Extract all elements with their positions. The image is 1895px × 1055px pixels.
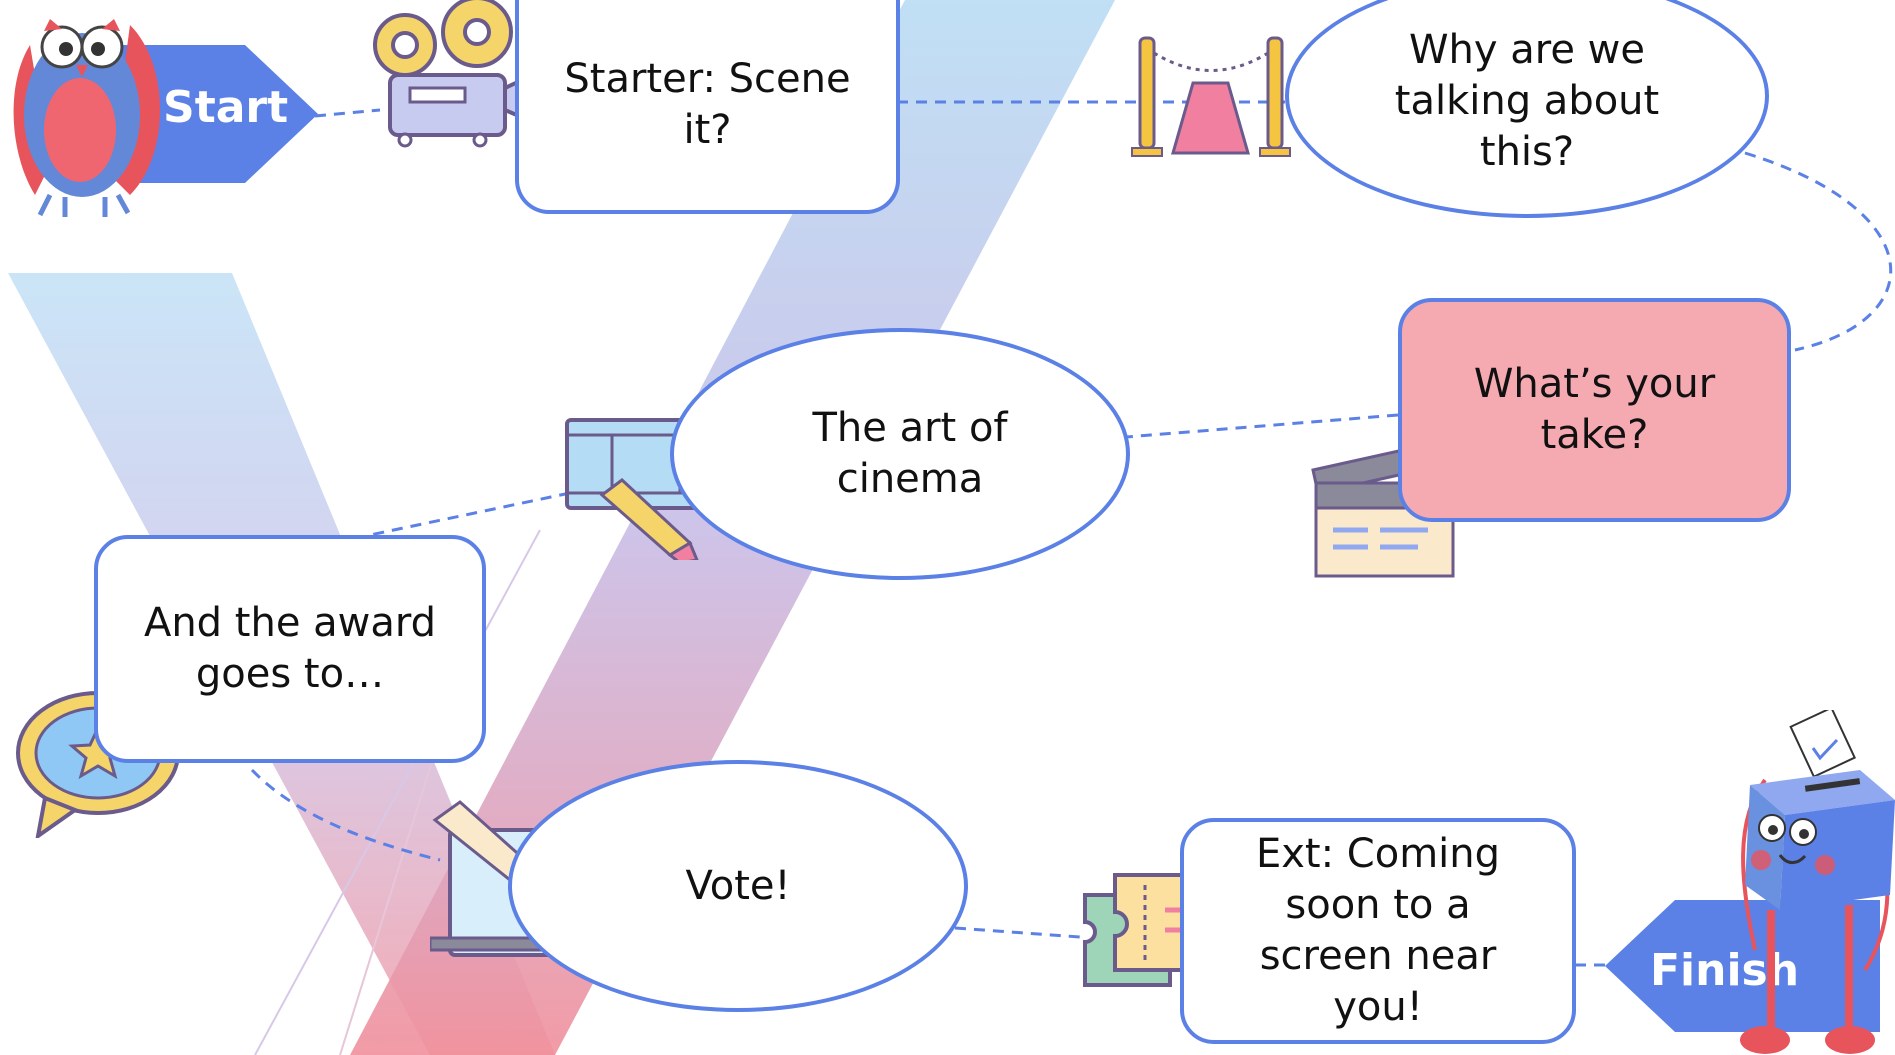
node-vote-text: Vote! (685, 862, 791, 909)
node-ext-text: Ext: Coming soon to a screen near you! (1255, 831, 1501, 1030)
node-take[interactable]: What’s your take? (1398, 298, 1791, 522)
node-art[interactable]: The art of cinema (670, 328, 1130, 580)
node-why[interactable]: Why are we talking about this? (1285, 0, 1769, 218)
ballot-box-mascot-icon (1740, 710, 1895, 1054)
connector-vote-ext (954, 926, 1081, 939)
connector-art-award (369, 491, 571, 537)
node-starter[interactable]: Starter: Scene it? (515, 0, 900, 214)
red-carpet-icon (1131, 36, 1291, 157)
node-starter-text: Starter: Scene it? (564, 56, 851, 153)
node-take-text: What’s your take? (1473, 361, 1716, 458)
owl-mascot-icon (13, 19, 160, 217)
decorative-thin-line (339, 719, 446, 1055)
connector-take-art (1125, 413, 1399, 439)
node-award[interactable]: And the award goes to… (94, 535, 486, 763)
film-projector-icon (373, 0, 535, 148)
connector-start-starter (314, 108, 381, 118)
node-vote[interactable]: Vote! (508, 760, 968, 1012)
node-award-text: And the award goes to… (143, 600, 437, 697)
start-label: Start (163, 82, 289, 133)
node-art-text: The art of cinema (812, 405, 1008, 502)
node-why-text: Why are we talking about this? (1394, 26, 1660, 175)
connector-award-vote (250, 768, 441, 862)
node-ext[interactable]: Ext: Coming soon to a screen near you! (1180, 818, 1576, 1044)
finish-arrow[interactable] (1600, 898, 1895, 1038)
start-arrow[interactable] (0, 40, 320, 190)
decorative-thin-line (254, 529, 541, 1055)
